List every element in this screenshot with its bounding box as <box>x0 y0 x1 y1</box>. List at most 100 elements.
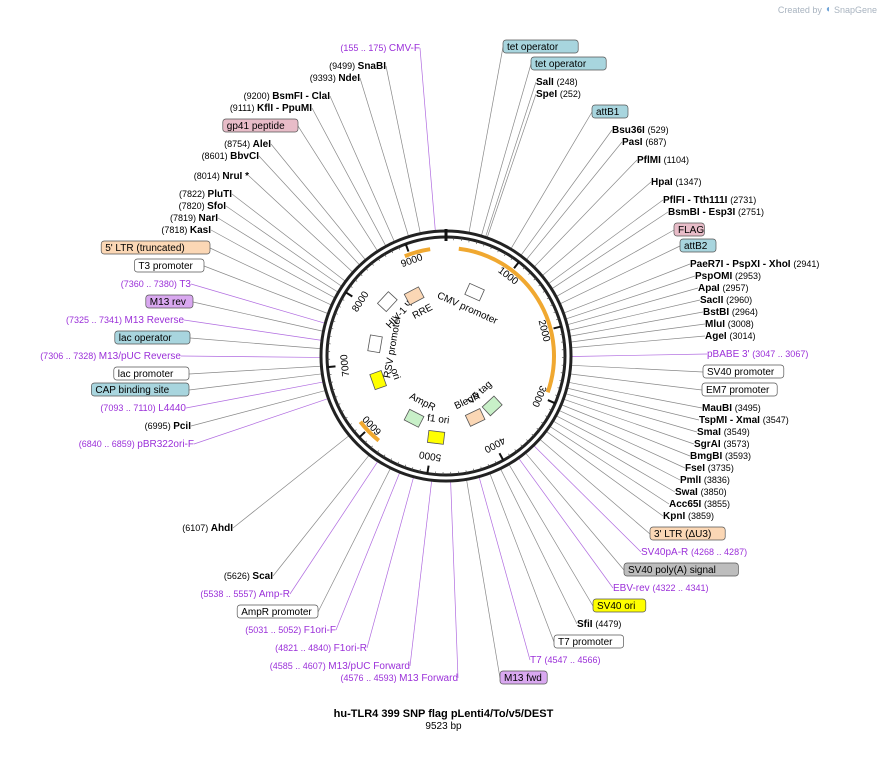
minor-tick <box>559 333 564 335</box>
label-box <box>222 118 299 133</box>
label-sali: SalI (248) <box>536 77 578 88</box>
site-text: PasI (687) <box>622 137 666 148</box>
label-sv40pa-r: SV40pA-R (4268 .. 4287) <box>641 547 747 558</box>
minor-tick <box>480 466 482 470</box>
minor-tick <box>377 258 380 262</box>
label-cmv-f: (155 .. 175) CMV-F <box>340 43 420 54</box>
site-text: BstBI (2964) <box>703 307 758 318</box>
label-pflfi-tth111i: PflFI - Tth111I (2731) <box>663 195 756 206</box>
feature-cmv-promoter <box>464 282 485 302</box>
label-bmgbi: BmgBI (3593) <box>690 451 751 462</box>
leader-line <box>272 455 370 577</box>
label-alei: (8754) AleI <box>224 139 271 150</box>
label-sacii: SacII (2960) <box>700 295 752 306</box>
site-text: KpnI (3859) <box>663 511 714 522</box>
label-sgrai: SgrAI (3573) <box>694 439 749 450</box>
label-sv40-ori: SV40 ori <box>592 598 647 613</box>
minor-tick <box>522 266 526 270</box>
minor-tick <box>494 460 497 464</box>
label-box <box>623 562 739 577</box>
site-text: (8601) BbvCI <box>202 151 260 162</box>
label-em7-promoter: EM7 promoter <box>701 382 778 397</box>
minor-tick <box>329 381 334 383</box>
label-box <box>679 238 717 253</box>
label-cap-binding-site: CAP binding site <box>91 382 190 397</box>
label-l4440: (7093 .. 7110) L4440 <box>100 403 186 414</box>
leader-line <box>570 373 703 391</box>
minor-tick <box>557 387 561 389</box>
label-text: CAP binding site <box>95 385 169 396</box>
minor-tick <box>465 470 467 474</box>
leader-line <box>485 81 537 237</box>
minor-tick <box>390 458 392 462</box>
label-tet-operator: tet operator <box>502 39 579 54</box>
label-ampr-promoter: AmpR promoter <box>236 604 319 619</box>
minor-tick <box>542 290 546 293</box>
label-box <box>114 330 191 345</box>
minor-tick <box>332 320 336 322</box>
feature-label-ori: ori <box>388 367 402 381</box>
primer-text: (4576 .. 4593) M13 Forward <box>341 673 458 684</box>
leader-line <box>510 111 593 249</box>
site-text: (7822) PluTI <box>179 189 232 200</box>
site-text: (9111) KflI - PpuMI <box>230 103 312 114</box>
site-text: (7820) SfoI <box>179 201 227 212</box>
minor-tick <box>340 410 344 413</box>
site-text: PflFI - Tth111I (2731) <box>663 195 756 206</box>
backbone-ring <box>319 229 573 483</box>
tick-label-5000: 5000 <box>418 448 442 462</box>
label-scai: (5626) ScaI <box>224 571 273 582</box>
label-attb2: attB2 <box>679 238 717 253</box>
tick-7000 <box>327 365 336 369</box>
minor-tick <box>404 464 406 468</box>
minor-tick <box>528 272 531 275</box>
leader-lines <box>180 46 708 679</box>
site-text: (6995) PciI <box>145 421 192 432</box>
label-3-ltr-u3: 3' LTR (ΔU3) <box>649 526 726 541</box>
minor-tick <box>490 246 493 250</box>
plasmid-length: 9523 bp <box>425 721 462 732</box>
tick-1000 <box>513 261 520 269</box>
site-text: AgeI (3014) <box>705 331 755 342</box>
site-text: (9393) NdeI <box>310 73 360 84</box>
label-kfli-ppumi: (9111) KflI - PpuMI <box>230 103 312 114</box>
primer-text: (155 .. 175) CMV-F <box>340 43 420 54</box>
label-sv40-promoter: SV40 promoter <box>702 364 785 379</box>
label-t7: T7 (4547 .. 4566) <box>530 655 601 666</box>
minor-tick <box>359 273 363 276</box>
leader-line <box>564 399 695 445</box>
site-text: SfiI (4479) <box>577 619 621 630</box>
minor-tick <box>353 429 357 432</box>
label-hpai: HpaI (1347) <box>651 177 701 188</box>
promoter-arc <box>358 420 381 443</box>
site-text: PaeR7I - PspXI - XhoI (2941) <box>690 259 819 270</box>
minor-tick <box>538 284 542 287</box>
label-snabi: (9499) SnaBI <box>329 61 386 72</box>
primer-text: (4585 .. 4607) M13/pUC Forward <box>270 661 410 672</box>
leader-line <box>556 229 675 297</box>
label-fsei: FseI (3735) <box>685 463 734 474</box>
tick-5000 <box>426 465 430 474</box>
leader-line <box>553 421 676 493</box>
label-box <box>530 56 607 71</box>
label-pbabe-3: pBABE 3' (3047 .. 3067) <box>707 349 808 360</box>
label-text: tet operator <box>507 42 559 53</box>
site-text: (5626) ScaI <box>224 571 273 582</box>
label-bsu36i: Bsu36I (529) <box>612 125 669 136</box>
minor-tick <box>383 454 386 458</box>
site-text: Acc65I (3855) <box>669 499 730 510</box>
feature-bleor <box>464 408 486 427</box>
label-kasi: (7818) KasI <box>161 225 211 236</box>
minor-tick <box>559 379 563 382</box>
label-text: AmpR promoter <box>241 607 312 618</box>
label-text: attB1 <box>596 107 620 118</box>
leader-line <box>567 387 700 421</box>
label-pmli: PmlI (3836) <box>680 475 730 486</box>
primer-text: (7093 .. 7110) L4440 <box>100 403 186 414</box>
primer-text: (6840 .. 6859) pBR322ori-F <box>79 439 194 450</box>
leader-line <box>185 381 323 409</box>
label-text: EM7 promoter <box>706 385 770 396</box>
primer-text: (7325 .. 7341) M13 Reverse <box>66 315 184 326</box>
